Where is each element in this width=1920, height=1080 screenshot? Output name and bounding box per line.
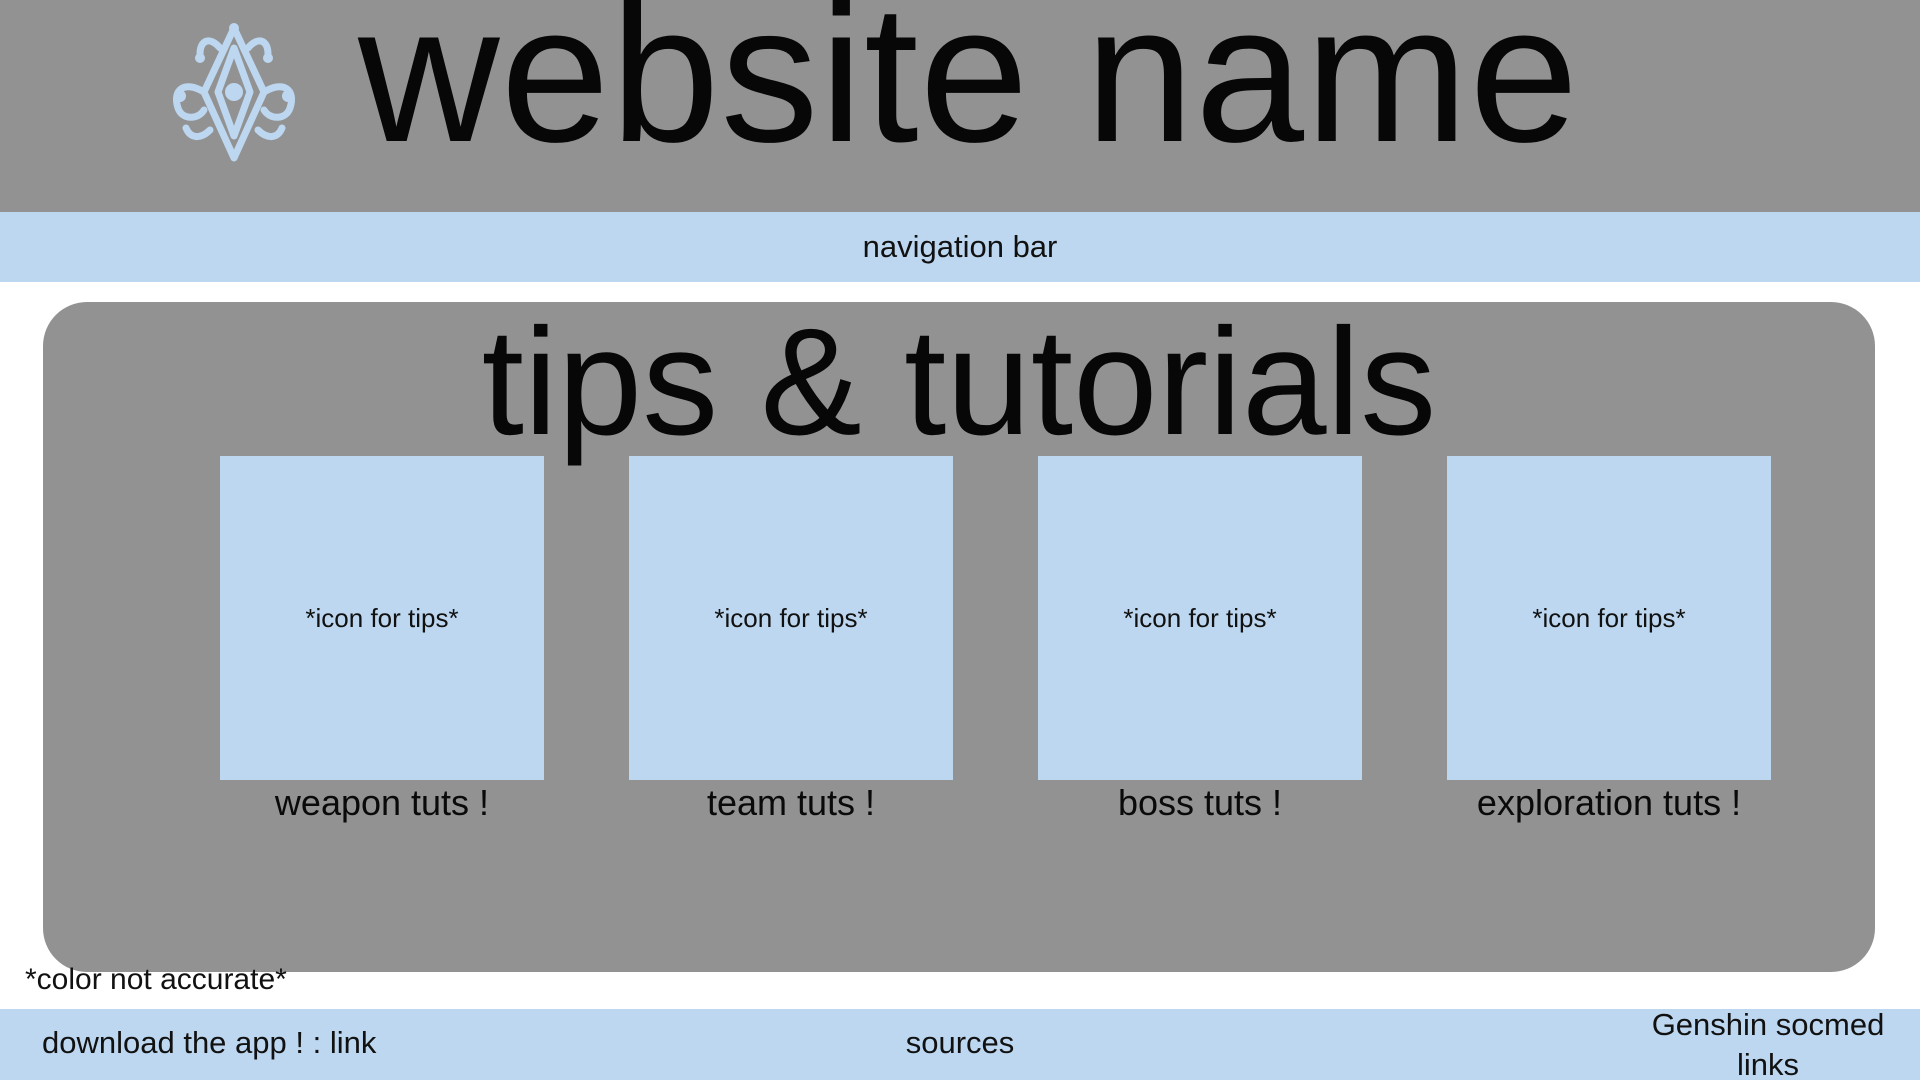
section-title: tips & tutorials xyxy=(481,297,1437,467)
navigation-bar[interactable]: navigation bar xyxy=(0,212,1920,282)
tip-card-icon-placeholder: *icon for tips* xyxy=(1532,602,1686,633)
tip-card-icon-placeholder: *icon for tips* xyxy=(714,602,868,633)
navigation-bar-label: navigation bar xyxy=(862,229,1058,264)
tip-card-exploration[interactable]: *icon for tips* xyxy=(1447,456,1771,780)
tip-card-icon-placeholder: *icon for tips* xyxy=(1123,602,1277,633)
tip-card-label-team[interactable]: team tuts ! xyxy=(706,782,876,823)
tip-card-label-exploration[interactable]: exploration tuts ! xyxy=(1476,782,1742,823)
footer: download the app ! : link sources Genshi… xyxy=(0,1007,1920,1080)
ornate-emblem-icon xyxy=(173,23,295,162)
tip-card-team[interactable]: *icon for tips* xyxy=(629,456,953,780)
tip-card-weapon[interactable]: *icon for tips* xyxy=(220,456,544,780)
tips-panel: tips & tutorials *icon for tips* weapon … xyxy=(43,302,1875,972)
tip-card-boss[interactable]: *icon for tips* xyxy=(1038,456,1362,780)
sources-link[interactable]: sources xyxy=(905,1025,1015,1060)
color-note: *color not accurate* xyxy=(25,963,287,996)
site-title: website name xyxy=(358,0,1580,183)
tip-card-label-weapon[interactable]: weapon tuts ! xyxy=(274,782,490,823)
socmed-links[interactable]: Genshin socmed links xyxy=(1651,1007,1885,1080)
tip-card-label-boss[interactable]: boss tuts ! xyxy=(1117,782,1283,823)
tip-card-icon-placeholder: *icon for tips* xyxy=(305,602,459,633)
download-app-link[interactable]: download the app ! : link xyxy=(42,1025,377,1060)
header: website name xyxy=(0,0,1920,212)
